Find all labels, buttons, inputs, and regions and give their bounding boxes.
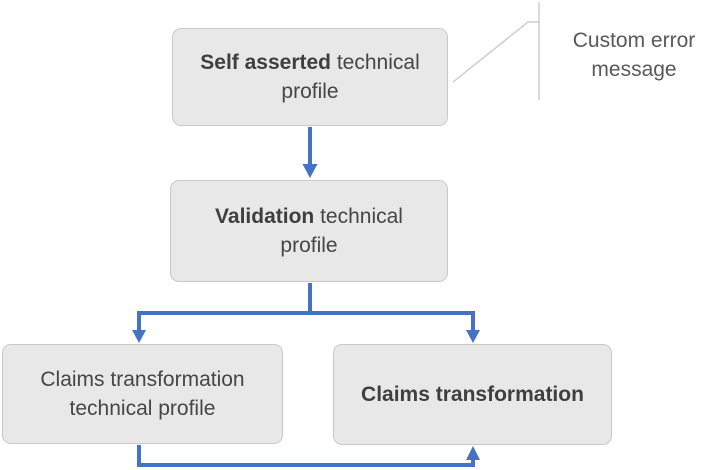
node-label: Validation technical profile — [189, 202, 429, 260]
node-label-bold: Claims transformation — [361, 383, 584, 406]
node-label-bold: Validation — [215, 205, 315, 228]
node-label-regular: Claims transformation technical profile — [40, 368, 245, 420]
node-label-regular: technical profile — [280, 205, 403, 257]
node-claims-transformation-technical-profile: Claims transformation technical profile — [2, 344, 283, 444]
node-label: Claims transformation technical profile — [21, 365, 264, 423]
node-label: Claims transformation — [361, 380, 584, 409]
arrow-validation-branch — [132, 283, 480, 343]
arrow-claims-tp-to-claims-transformation — [137, 445, 480, 467]
node-self-asserted-technical-profile: Self asserted technical profile — [172, 28, 448, 126]
callout-leader-line — [452, 2, 540, 100]
node-label-bold: Self asserted — [200, 51, 332, 74]
arrow-self-asserted-to-validation — [302, 127, 318, 178]
node-validation-technical-profile: Validation technical profile — [170, 180, 448, 282]
callout-text: Custom error message — [572, 29, 696, 81]
node-label-regular: technical profile — [281, 51, 420, 103]
node-label: Self asserted technical profile — [191, 48, 429, 106]
node-claims-transformation: Claims transformation — [333, 344, 612, 445]
